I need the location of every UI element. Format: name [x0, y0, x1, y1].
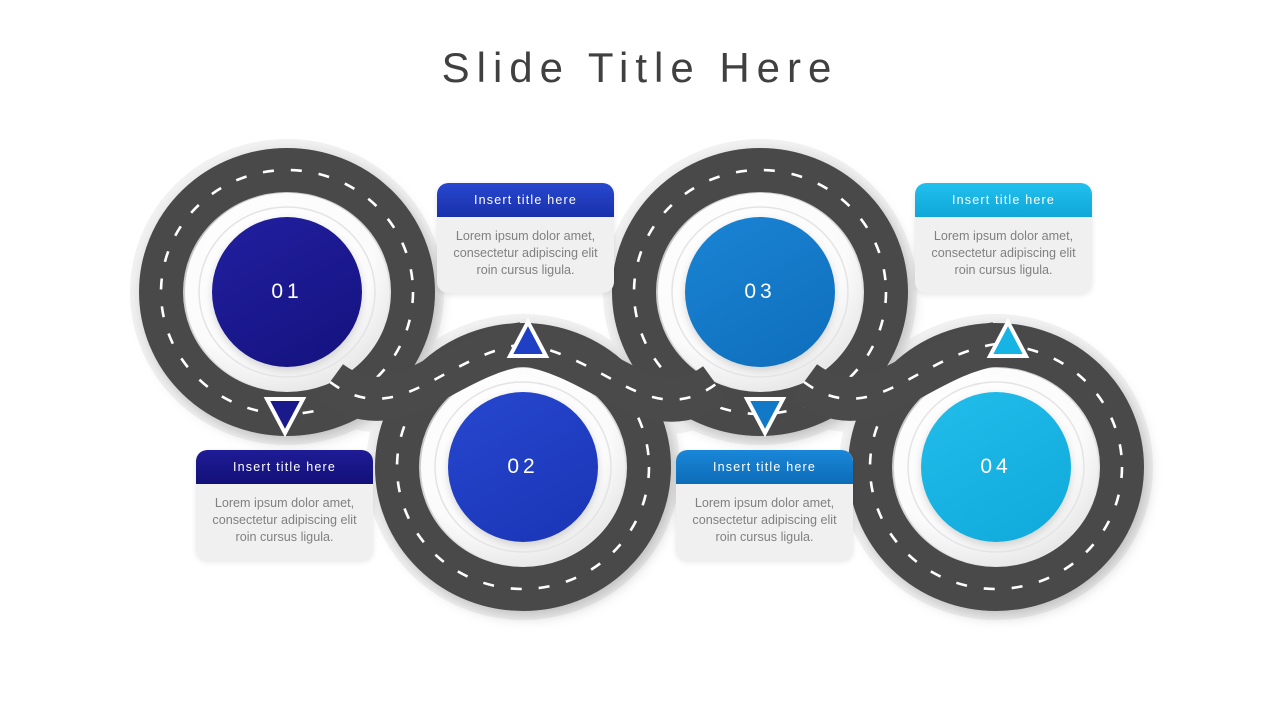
step-number-03: 03: [744, 280, 776, 303]
road-connector-1-2: [316, 322, 528, 421]
marker-triangle-up-02: [506, 318, 550, 358]
marker-triangle-down-01: [263, 397, 307, 437]
info-card-text-02: Lorem ipsum dolor amet, consectetur adip…: [453, 229, 598, 277]
road-dash-03: [632, 168, 888, 416]
step-node-02[interactable]: 02: [448, 392, 598, 542]
info-card-title-03: Insert title here: [676, 450, 853, 484]
step-node-03[interactable]: 03: [685, 217, 835, 367]
road-dash-04: [868, 343, 1124, 591]
road-dash-02: [395, 343, 651, 591]
info-card-text-04: Lorem ipsum dolor amet, consectetur adip…: [931, 229, 1076, 277]
step-number-04: 04: [980, 455, 1012, 478]
step-number-02: 02: [507, 455, 539, 478]
info-card-title-02: Insert title here: [437, 183, 614, 217]
info-card-title-04: Insert title here: [915, 183, 1092, 217]
step-number-01: 01: [271, 280, 303, 303]
info-card-02[interactable]: Insert title here Lorem ipsum dolor amet…: [437, 183, 614, 293]
marker-triangle-down-03: [743, 397, 787, 437]
info-card-text-03: Lorem ipsum dolor amet, consectetur adip…: [692, 496, 837, 544]
info-card-title-01: Insert title here: [196, 450, 373, 484]
info-card-01[interactable]: Insert title here Lorem ipsum dolor amet…: [196, 450, 373, 560]
road-connector-3-4: [790, 322, 1001, 421]
info-card-04[interactable]: Insert title here Lorem ipsum dolor amet…: [915, 183, 1092, 293]
road-dash-01: [159, 168, 415, 416]
road-connector-2-3: [519, 322, 729, 422]
info-card-text-01: Lorem ipsum dolor amet, consectetur adip…: [212, 496, 357, 544]
step-node-04[interactable]: 04: [921, 392, 1071, 542]
marker-triangle-up-04: [986, 318, 1030, 358]
step-node-01[interactable]: 01: [212, 217, 362, 367]
page-title: Slide Title Here: [441, 44, 839, 91]
info-card-03[interactable]: Insert title here Lorem ipsum dolor amet…: [676, 450, 853, 560]
